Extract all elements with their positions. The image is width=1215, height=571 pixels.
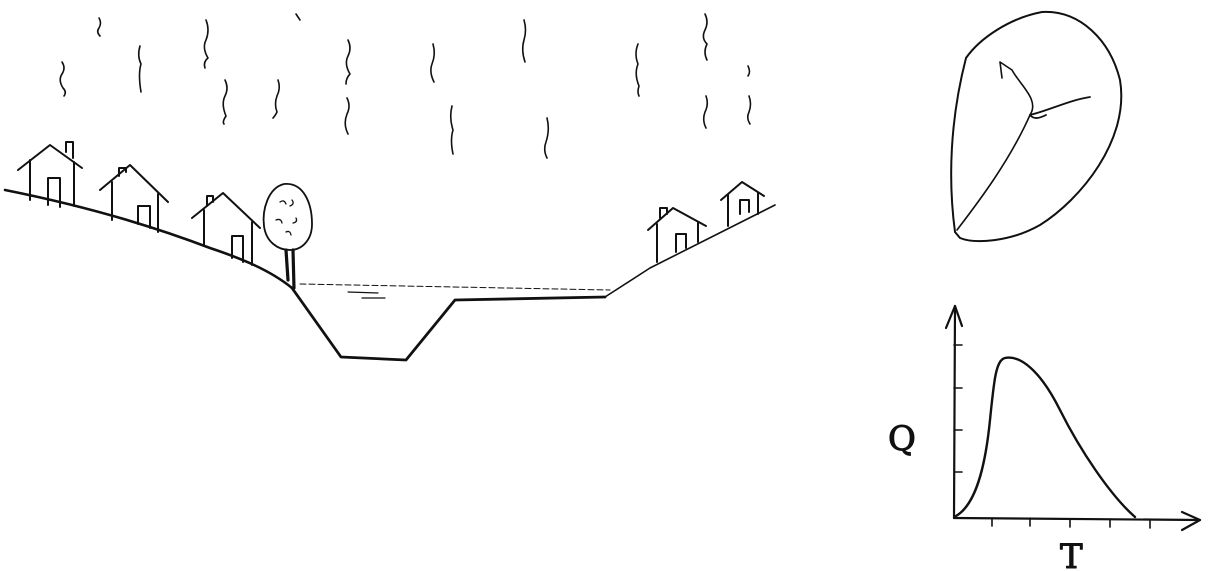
rain <box>60 14 750 158</box>
raindrop-icon <box>704 96 708 128</box>
right-hillside <box>605 205 775 297</box>
x-axis <box>954 518 1200 520</box>
raindrop-icon <box>60 62 65 96</box>
y-axis-label: Q <box>888 419 916 459</box>
raindrop-icon <box>636 44 639 96</box>
raindrop-icon <box>139 46 141 92</box>
raindrop-icon <box>703 14 707 60</box>
raindrop-icon <box>431 44 434 82</box>
catchment-outline <box>951 12 1121 241</box>
raindrop-icon <box>545 118 549 158</box>
water-mark <box>348 292 385 298</box>
raindrop-icon <box>748 96 751 124</box>
raindrop-icon <box>223 80 227 124</box>
x-axis-label: T <box>1060 537 1083 571</box>
hydrograph: Q T <box>888 306 1200 571</box>
raindrop-icon <box>296 14 300 20</box>
house-icon <box>18 142 82 207</box>
raindrop-icon <box>523 20 526 62</box>
hydrograph-curve <box>956 358 1135 517</box>
raindrop-icon <box>451 106 453 154</box>
raindrop-icon <box>748 66 750 76</box>
water-surface <box>300 284 610 290</box>
raindrop-icon <box>346 40 350 84</box>
raindrop-icon <box>273 80 279 118</box>
house-icon <box>721 182 764 226</box>
river-channel <box>292 288 605 360</box>
raindrop-icon <box>98 18 101 36</box>
raindrop-icon <box>204 20 208 68</box>
y-axis <box>954 306 955 518</box>
houses <box>18 142 764 265</box>
raindrop-icon <box>345 98 349 134</box>
